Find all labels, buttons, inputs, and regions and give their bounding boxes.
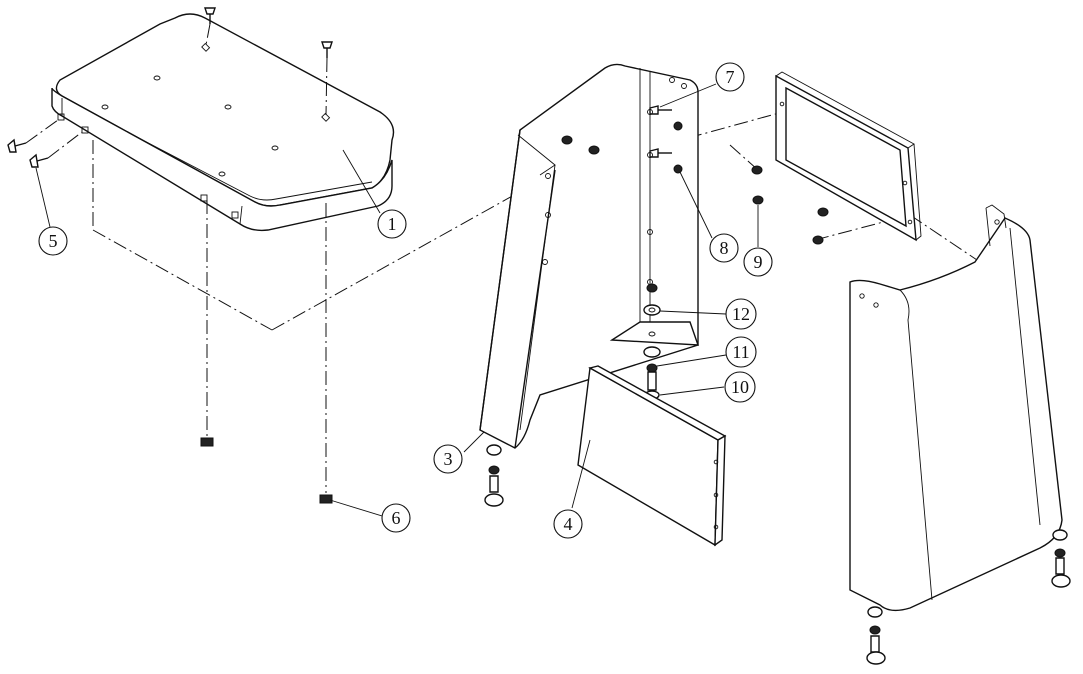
top-screws	[204, 7, 333, 116]
callout-3-label: 3	[444, 449, 453, 469]
callout-6: 6	[381, 503, 411, 533]
rear-frame	[775, 71, 922, 245]
left-foot-hardware	[484, 444, 504, 507]
callout-8-label: 8	[720, 238, 729, 258]
callout-8: 8	[709, 233, 739, 263]
callout-10-label: 10	[731, 377, 749, 397]
nut-part-9	[751, 165, 764, 205]
side-screws-part-5	[7, 119, 83, 168]
callout-11-label: 11	[732, 342, 749, 362]
callout-9: 9	[743, 247, 773, 277]
callout-7-label: 7	[726, 67, 735, 87]
callout-1: 1	[377, 209, 407, 239]
right-rear-foot-hardware	[1051, 529, 1071, 588]
callout-4-label: 4	[564, 514, 573, 534]
callout-1-label: 1	[388, 214, 397, 234]
leader-lines	[35, 83, 759, 517]
right-front-foot-hardware	[866, 606, 886, 665]
bolts-parts-7-8	[649, 105, 683, 174]
callout-3: 3	[433, 444, 463, 474]
front-panel-part-4	[577, 365, 727, 547]
callout-5-label: 5	[49, 231, 58, 251]
callout-5: 5	[38, 226, 68, 256]
callout-12: 12	[725, 298, 757, 330]
callout-12-label: 12	[732, 304, 750, 324]
callout-4: 4	[553, 509, 583, 539]
callout-9-label: 9	[754, 252, 763, 272]
cap-nuts-part-6	[200, 437, 333, 504]
callout-11: 11	[725, 336, 757, 368]
alignment-lines	[92, 109, 981, 493]
top-plate-part-1	[51, 13, 395, 232]
callout-6-label: 6	[392, 508, 401, 528]
callout-7: 7	[715, 62, 745, 92]
right-cover-panel	[849, 204, 1063, 612]
callout-10: 10	[724, 371, 756, 403]
